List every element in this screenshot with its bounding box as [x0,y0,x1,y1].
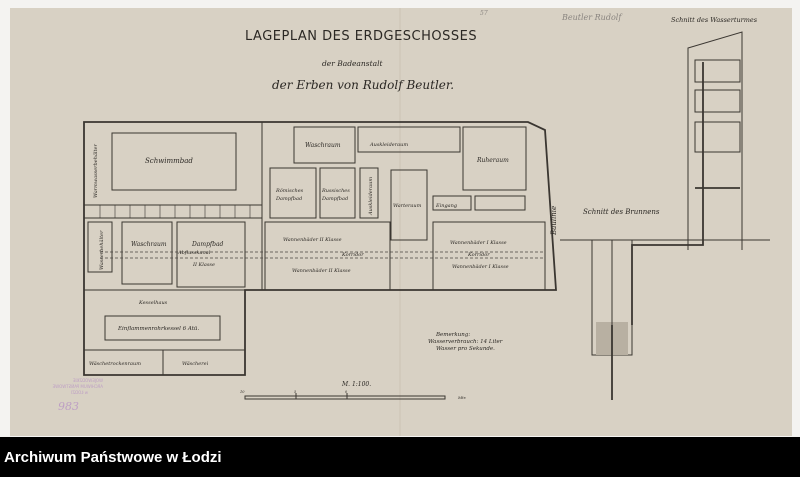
remark-line: Wasserverbrauch: 14 Liter [428,339,503,345]
svg-text:w ŁODZI: w ŁODZI [71,390,88,395]
room-label: Korridor [341,252,364,258]
scale-tick: 0 [345,390,348,394]
drawing-subtitle-1: der Badeanstalt [322,59,383,68]
scale-unit: Mtr. [457,395,467,400]
room-label: Wannenbäder I Klasse [450,240,507,246]
scale-bar [244,393,446,400]
room-label: Wannenbäder I Klasse [452,264,509,270]
room-label: Ruheraum [476,157,509,164]
drawing-title: LAGEPLAN DES ERDGESCHOSSES [245,29,477,44]
room-label: Einflammenrohrkessel 6 Atü. [117,326,199,332]
svg-text:WOJEWÓDZKIE: WOJEWÓDZKIE [72,378,103,383]
svg-text:983: 983 [58,400,79,413]
boiler [104,315,221,341]
room-label: Kesselhaus [138,300,168,306]
room-label: Wasserbehälter [99,230,105,270]
section-label-well: Schnitt des Brunnens [583,208,660,216]
remark-line: Wasser pro Sekunde. [436,346,495,352]
room-label: Dampfbad [275,196,302,202]
room-label: II Klasse [192,262,215,268]
archive-stamp: WOJEWÓDZKIE ARCHIWUM PAŃSTWOWE w ŁODZI 9… [52,378,103,413]
svg-text:ARCHIWUM PAŃSTWOWE: ARCHIWUM PAŃSTWOWE [52,384,103,389]
scale-tick: 10 [240,390,245,394]
room-label: Wäschetrockenraum [89,361,141,367]
room-label: Russisches [321,188,350,194]
architectural-drawing: LAGEPLAN DES ERDGESCHOSSES der Badeansta… [10,8,792,436]
building-line-label: Baulinie [550,206,558,236]
room-label: Auskleideraum [369,142,408,148]
archive-footer: Archiwum Państwowe w Łodzi [0,437,800,477]
room-label: Warmwasserbehälter [93,144,99,198]
room-label: Wannenbäder II Klasse [292,268,351,274]
pool [111,132,237,191]
room-label: Eingang [435,203,457,209]
well-section [591,239,633,400]
room-label: Abflusskanal [177,250,211,256]
room-label: Dampfbad [191,241,224,248]
floor-plan [83,121,557,376]
room-label: Römisches [275,188,304,194]
room-label: Auskleideraum [368,177,374,216]
room-label: Waschraum [131,241,167,248]
drawing-subtitle-2: der Erben von Rudolf Beutler. [272,78,454,92]
room-label: Wäscherei [182,361,209,367]
section-label-tower: Schnitt des Wasserturmes [671,16,758,24]
room-label: Dampfbad [321,196,348,202]
pencil-note: Beutler Rudolf [561,13,623,22]
room-label: Korridor [467,252,490,258]
archive-name: Archiwum Państwowe w Łodzi [4,449,222,466]
room-label: Waschraum [305,142,341,149]
scale-tick: 5 [294,390,297,394]
room-label: Warteraum [393,203,422,209]
remark-heading: Bemerkung: [435,332,470,338]
sheet-number: 57 [480,10,488,17]
room-label: Wannenbäder II Klasse [283,237,342,243]
room-label: Schwimmbad [145,157,193,165]
scale-label: M. 1:100. [341,381,371,388]
